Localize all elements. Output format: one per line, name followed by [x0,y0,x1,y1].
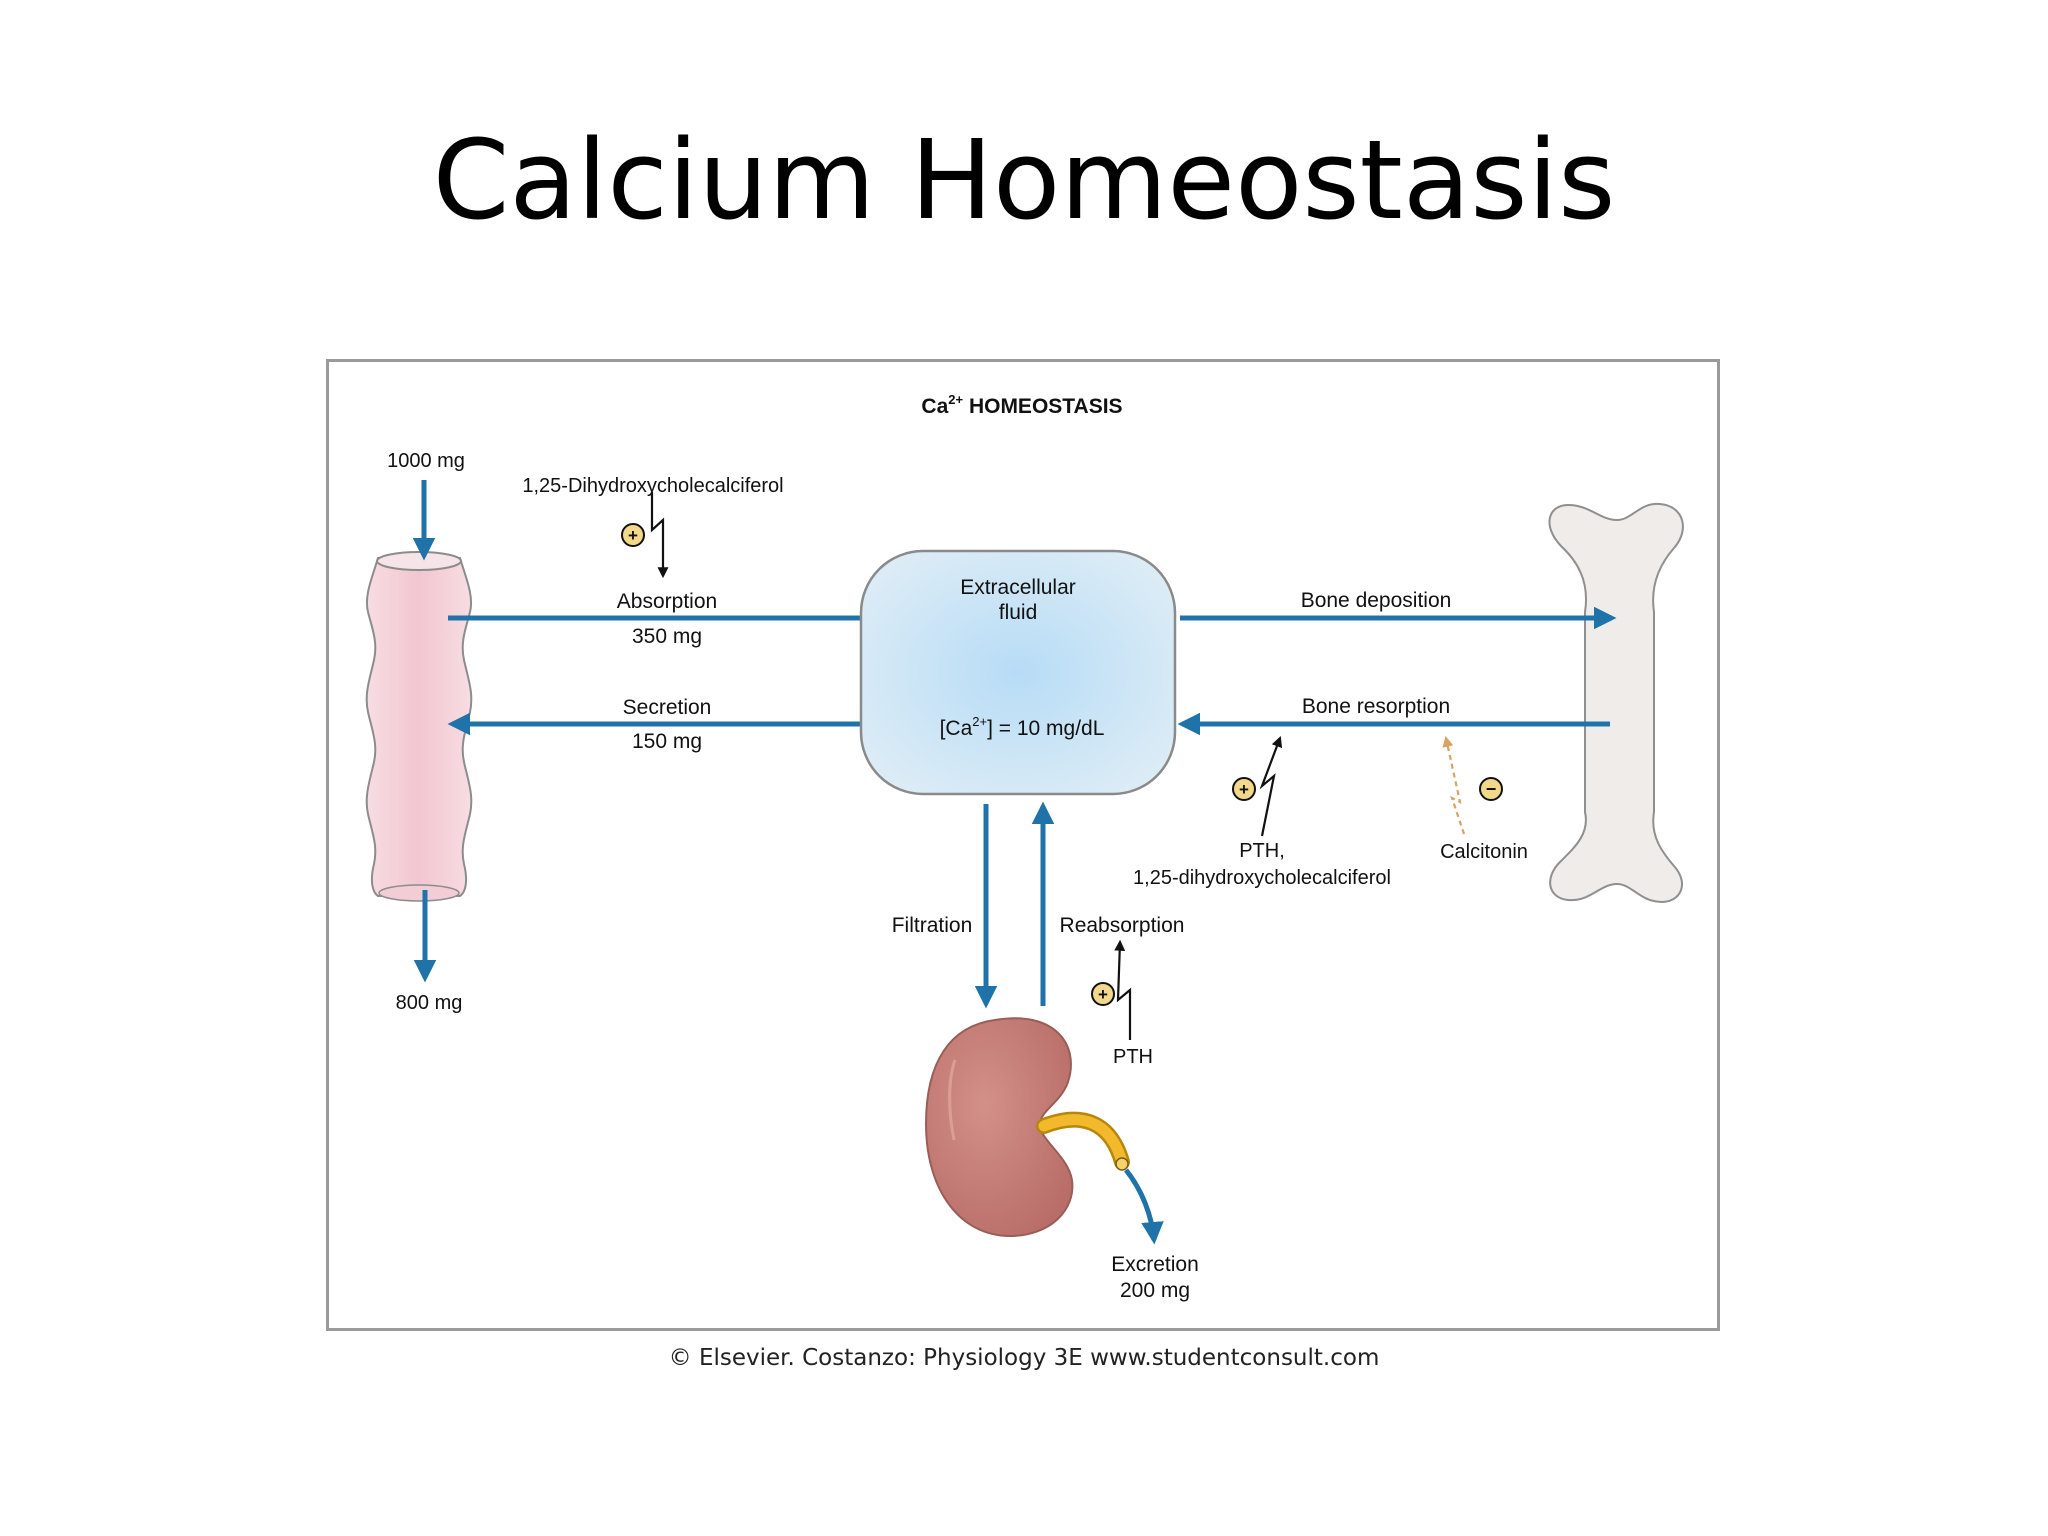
secretion-label: Secretion [623,696,712,719]
ecf-label-line2: fluid [999,601,1038,624]
resorption-regulator-line1: PTH, [1239,840,1285,862]
fecal-output-label: 800 mg [396,992,463,1014]
figure-header: Ca2+ HOMEOSTASIS [921,392,1122,418]
absorption-stimulation-badge: + [621,523,645,547]
absorption-regulator-label: 1,25-Dihydroxycholecalciferol [522,475,783,497]
ecf-label-line1: Extracellular [960,576,1076,599]
bone-illustration [1548,502,1684,904]
svg-text:+: + [1098,985,1108,1004]
figure-credit: © Elsevier. Costanzo: Physiology 3E www.… [668,1345,1380,1371]
absorption-value: 350 mg [632,625,702,648]
extracellular-fluid-box [859,549,1177,796]
resorption-stimulation-badge: + [1232,777,1256,801]
bone-deposition-label: Bone deposition [1301,589,1452,612]
reabsorption-label: Reabsorption [1060,914,1185,937]
resorption-regulator-line2: 1,25-dihydroxycholecalciferol [1133,867,1391,889]
resorption-regulation-arrow [1259,735,1283,837]
reabsorption-regulation-arrow [1114,939,1132,1040]
excretion-value: 200 mg [1120,1279,1190,1302]
absorption-label: Absorption [617,590,717,613]
svg-text:−: − [1486,779,1497,799]
intake-label: 1000 mg [387,450,465,472]
filtration-label: Filtration [892,914,973,937]
calcitonin-label: Calcitonin [1440,841,1528,863]
calcitonin-inhibition-badge: − [1479,777,1503,801]
bone-resorption-label: Bone resorption [1302,695,1450,718]
reabsorption-stimulation-badge: + [1091,982,1115,1006]
ecf-concentration: [Ca2+] = 10 mg/dL [940,714,1105,740]
absorption-regulation-arrow [650,492,669,579]
svg-text:+: + [1239,780,1249,799]
excretion-arrow [1124,1168,1164,1245]
reabsorption-regulator-label: PTH [1113,1046,1153,1068]
slide-title: Calcium Homeostasis [432,116,1616,244]
calcitonin-inhibition-arrow [1442,735,1466,835]
svg-text:+: + [628,526,638,545]
secretion-value: 150 mg [632,730,702,753]
kidney-illustration [924,1017,1130,1238]
excretion-label: Excretion [1111,1253,1199,1276]
